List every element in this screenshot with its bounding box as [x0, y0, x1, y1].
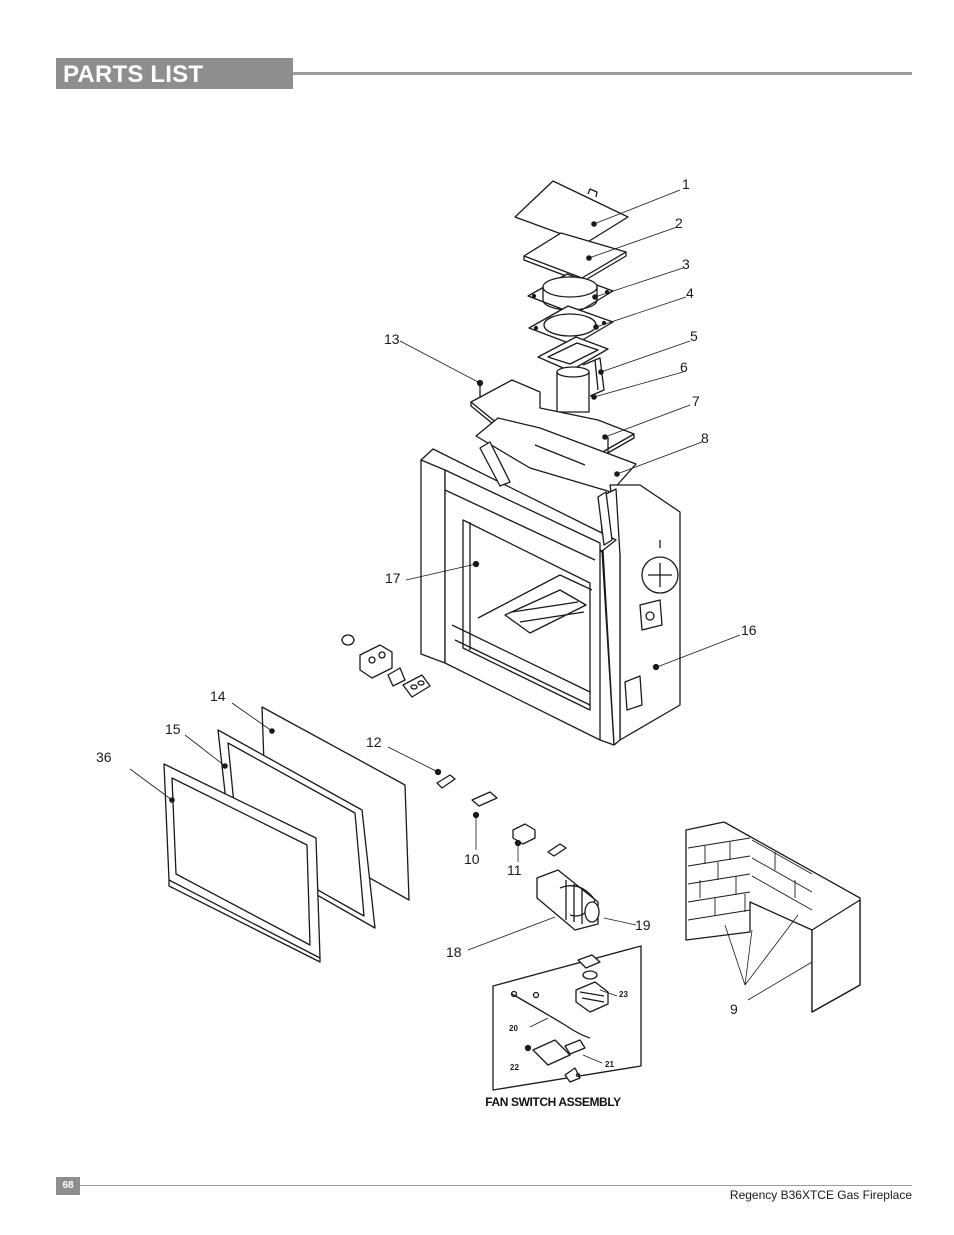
callout-labels: 1 2 3 4 5 6 7 8 9 10 11 12 13 14 15 16 1… — [96, 176, 757, 1072]
callout-14: 14 — [210, 688, 226, 704]
header-rule — [293, 72, 912, 75]
part-6-flue-pipe — [556, 357, 605, 413]
footer-rule — [80, 1185, 912, 1186]
part-2-plate — [523, 232, 627, 283]
part-11-switch — [512, 823, 567, 857]
callout-4: 4 — [686, 285, 694, 301]
part-12-bracket — [434, 768, 456, 789]
leader-lines — [129, 189, 813, 1064]
part-17-front-frame — [420, 441, 617, 746]
part-3-flue-collar — [527, 273, 614, 315]
callout-10: 10 — [464, 851, 480, 867]
callout-6: 6 — [680, 359, 688, 375]
callout-11: 11 — [507, 862, 522, 878]
footer-product-name: Regency B36XTCE Gas Fireplace — [729, 1188, 912, 1202]
callout-13: 13 — [384, 331, 400, 347]
fan-switch-assembly-caption: FAN SWITCH ASSEMBLY — [485, 1095, 621, 1109]
part-4-gasket — [528, 305, 614, 346]
callout-1: 1 — [682, 176, 690, 192]
part-36-front-door — [163, 763, 321, 963]
part-5-frame — [537, 336, 609, 372]
callout-17: 17 — [385, 570, 401, 586]
part-8-panel — [475, 417, 637, 493]
callout-18: 18 — [446, 944, 462, 960]
part-1-top-plate — [514, 180, 629, 244]
callout-20: 20 — [509, 1024, 518, 1033]
junction-box-parts — [341, 634, 431, 698]
part-13-screw — [476, 379, 484, 398]
page-title: PARTS LIST — [63, 61, 204, 88]
part-16-firebox — [599, 484, 681, 746]
burner-logs — [504, 589, 587, 634]
callout-15: 15 — [165, 721, 181, 737]
page-number: 68 — [56, 1177, 80, 1195]
fan-switch-assembly — [492, 945, 642, 1091]
part-10-clip — [471, 791, 498, 819]
callout-3: 3 — [682, 256, 690, 272]
callout-5: 5 — [690, 328, 698, 344]
callout-8: 8 — [701, 430, 709, 446]
callout-22: 22 — [510, 1063, 519, 1072]
callout-12: 12 — [366, 734, 382, 750]
section-header: PARTS LIST — [56, 58, 293, 89]
callout-36: 36 — [96, 749, 112, 765]
callout-23: 23 — [619, 990, 628, 999]
part-18-blower — [536, 869, 600, 931]
callout-dots — [169, 221, 620, 803]
callout-21: 21 — [605, 1060, 614, 1069]
callout-7: 7 — [692, 393, 700, 409]
callout-19: 19 — [635, 917, 651, 933]
callout-9: 9 — [730, 1001, 738, 1017]
part-9-brick-liner — [685, 821, 861, 1013]
callout-16: 16 — [741, 622, 757, 638]
callout-2: 2 — [675, 215, 683, 231]
